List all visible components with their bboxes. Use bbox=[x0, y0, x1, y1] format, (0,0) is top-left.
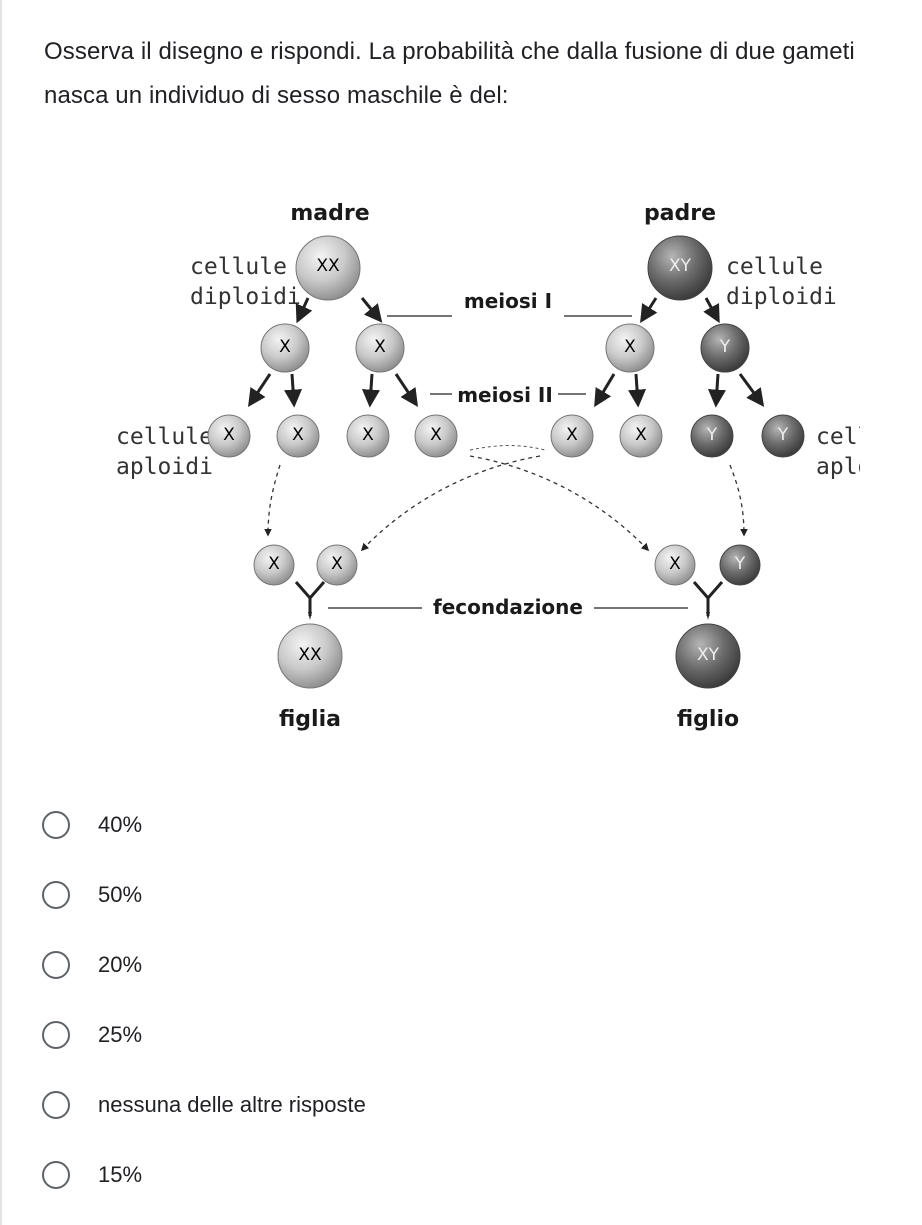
option-50-percent[interactable]: 50% bbox=[40, 860, 900, 930]
haploid-label-right-2: aploidi bbox=[816, 454, 860, 480]
mother-cell-label: XX bbox=[316, 256, 340, 276]
meiosis-2-label: meiosi II bbox=[457, 383, 553, 407]
mother-label: madre bbox=[290, 201, 369, 226]
father-cell: XY bbox=[647, 235, 713, 301]
svg-text:X: X bbox=[374, 337, 386, 357]
option-20-percent[interactable]: 20% bbox=[40, 930, 900, 1000]
daughter-label: figlia bbox=[279, 707, 341, 732]
option-label: 25% bbox=[98, 1022, 143, 1047]
mother-meiosis1-cell-2: X bbox=[355, 323, 405, 373]
meiosis-1-label: meiosi I bbox=[464, 289, 552, 313]
svg-text:X: X bbox=[331, 554, 343, 574]
mother-cell: XX bbox=[295, 235, 361, 301]
father-gamete-1: X bbox=[550, 414, 594, 458]
radio-button[interactable] bbox=[42, 951, 70, 979]
mother-gamete-4: X bbox=[414, 414, 458, 458]
daughter-gamete-2: X bbox=[316, 544, 358, 586]
diploid-label-right-2: diploidi bbox=[726, 284, 837, 310]
father-gamete-3: Y bbox=[690, 414, 734, 458]
son-cell: XY bbox=[675, 623, 741, 689]
daughter-cell-label: XX bbox=[298, 645, 322, 665]
page-left-border bbox=[0, 0, 2, 1225]
svg-text:X: X bbox=[430, 425, 442, 445]
son-gamete-1: X bbox=[654, 544, 696, 586]
svg-text:X: X bbox=[635, 425, 647, 445]
svg-text:X: X bbox=[223, 425, 235, 445]
haploid-label-left-2: aploidi bbox=[116, 454, 213, 480]
question-text: Osserva il disegno e rispondi. La probab… bbox=[44, 38, 855, 109]
diploid-label-right-1: cellule bbox=[726, 254, 823, 280]
father-gamete-4: Y bbox=[761, 414, 805, 458]
svg-text:X: X bbox=[362, 425, 374, 445]
svg-text:X: X bbox=[279, 337, 291, 357]
svg-text:X: X bbox=[566, 425, 578, 445]
radio-button[interactable] bbox=[42, 1091, 70, 1119]
svg-text:X: X bbox=[292, 425, 304, 445]
option-none-of-the-others[interactable]: nessuna delle altre risposte bbox=[40, 1070, 900, 1140]
father-cell-label: XY bbox=[669, 256, 692, 276]
son-label: figlio bbox=[677, 707, 739, 732]
option-label: 20% bbox=[98, 952, 143, 977]
daughter-cell: XX bbox=[277, 623, 343, 689]
diploid-label-left-2: diploidi bbox=[190, 284, 301, 310]
svg-text:X: X bbox=[669, 554, 681, 574]
father-meiosis1-cell-2: Y bbox=[700, 323, 750, 373]
fertilization-label: fecondazione bbox=[433, 595, 583, 619]
son-gamete-2: Y bbox=[719, 544, 761, 586]
diploid-label-left-1: cellule bbox=[190, 254, 287, 280]
svg-text:Y: Y bbox=[706, 425, 718, 445]
option-label: 50% bbox=[98, 882, 143, 907]
option-label: 15% bbox=[98, 1162, 143, 1187]
mother-gamete-2: X bbox=[276, 414, 320, 458]
option-25-percent[interactable]: 25% bbox=[40, 1000, 900, 1070]
option-label: nessuna delle altre risposte bbox=[98, 1092, 366, 1117]
svg-text:Y: Y bbox=[734, 554, 746, 574]
daughter-gamete-1: X bbox=[253, 544, 295, 586]
mother-gamete-1: X bbox=[207, 414, 251, 458]
mother-gamete-3: X bbox=[346, 414, 390, 458]
father-label: padre bbox=[644, 201, 716, 226]
svg-text:Y: Y bbox=[777, 425, 789, 445]
svg-text:X: X bbox=[624, 337, 636, 357]
option-label: 40% bbox=[98, 812, 143, 837]
radio-button[interactable] bbox=[42, 1021, 70, 1049]
father-gamete-2: X bbox=[619, 414, 663, 458]
option-15-percent[interactable]: 15% bbox=[40, 1140, 900, 1210]
father-meiosis1-cell-1: X bbox=[605, 323, 655, 373]
haploid-label-right-1: cellule bbox=[816, 424, 860, 450]
svg-text:X: X bbox=[268, 554, 280, 574]
radio-button[interactable] bbox=[42, 1161, 70, 1189]
option-40-percent[interactable]: 40% bbox=[40, 790, 900, 860]
mother-meiosis1-cell-1: X bbox=[260, 323, 310, 373]
haploid-label-left-1: cellule bbox=[116, 424, 213, 450]
meiosis-diagram: madre padre cellule diploidi cellule dip… bbox=[100, 180, 860, 760]
son-cell-label: XY bbox=[697, 645, 720, 665]
answer-options: 40% 50% 20% 25% nessuna delle altre risp… bbox=[40, 790, 900, 1210]
svg-text:Y: Y bbox=[719, 337, 731, 357]
radio-button[interactable] bbox=[42, 881, 70, 909]
radio-button[interactable] bbox=[42, 811, 70, 839]
